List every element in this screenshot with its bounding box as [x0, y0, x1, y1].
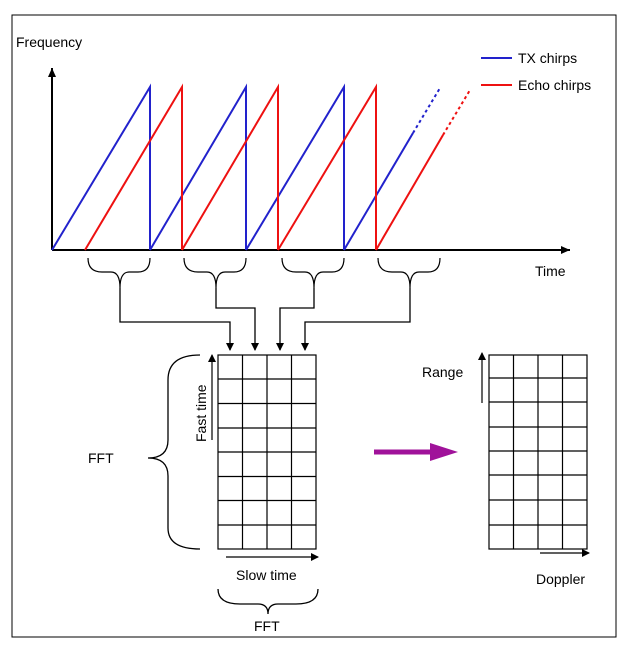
time-axis-label: Time — [535, 263, 566, 279]
fft-bottom-label: FFT — [254, 618, 280, 634]
echo-chirp — [181, 83, 279, 251]
frequency-axis-label: Frequency — [16, 34, 82, 50]
echo-chirps — [84, 83, 471, 251]
fft-bottom-brace — [217, 588, 319, 615]
brace — [377, 257, 441, 289]
diagram-frame — [11, 14, 617, 638]
connectors — [119, 288, 411, 351]
fast-slow-time-matrix — [217, 354, 317, 550]
slow-time-label: Slow time — [236, 567, 297, 583]
echo-chirp — [84, 83, 183, 251]
brace — [87, 257, 151, 289]
range-label: Range — [422, 364, 463, 380]
tx-chirp — [51, 83, 151, 251]
brace — [281, 257, 345, 289]
legend-tx-label: TX chirps — [518, 50, 577, 66]
connector-4 — [301, 288, 411, 351]
connector-1 — [119, 288, 234, 351]
connector-2 — [215, 288, 259, 351]
echo-chirp — [375, 134, 444, 251]
echo-chirp-continuation — [442, 89, 471, 136]
echo-chirp — [277, 83, 377, 251]
brace — [183, 257, 247, 289]
tx-chirp — [343, 132, 414, 251]
connector-3 — [276, 288, 315, 351]
tx-chirp-continuation — [412, 87, 441, 134]
transform-arrow — [374, 443, 458, 461]
range-doppler-matrix — [488, 354, 588, 550]
fast-time-label: Fast time — [193, 384, 209, 442]
legend-echo-label: Echo chirps — [518, 77, 591, 93]
fft-left-label: FFT — [88, 450, 114, 466]
chirp-braces — [87, 257, 441, 289]
fft-left-brace — [147, 354, 201, 550]
tx-chirp — [245, 83, 345, 251]
tx-chirps — [51, 83, 441, 251]
tx-chirp — [149, 83, 247, 251]
doppler-label: Doppler — [536, 571, 585, 587]
